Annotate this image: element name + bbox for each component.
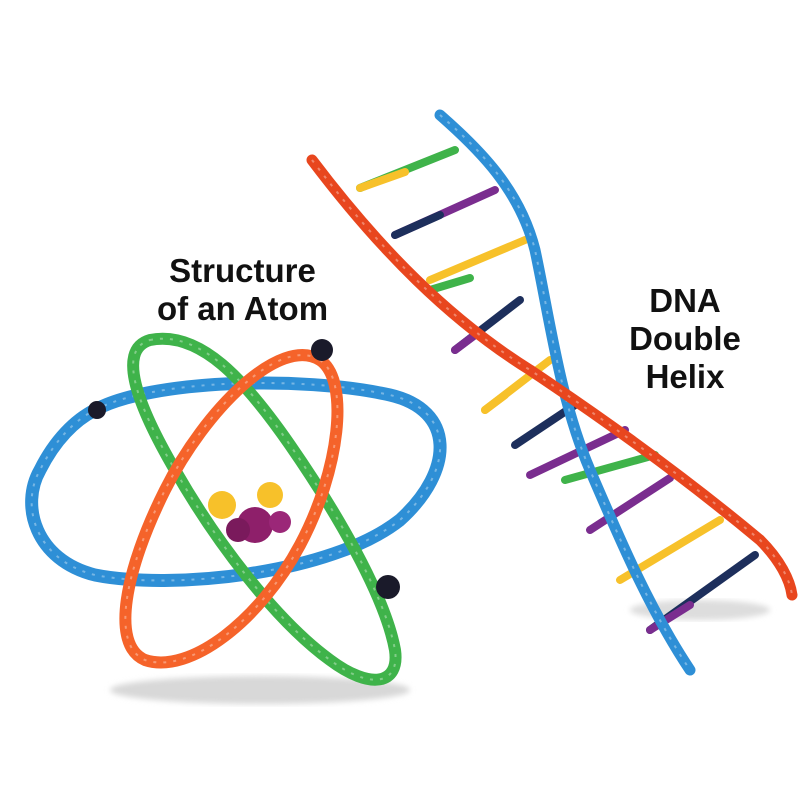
atom-caption: Structure of an Atom <box>140 252 345 328</box>
atom-orbit-orange <box>119 349 344 669</box>
base-pair <box>646 601 694 634</box>
electron-knot <box>376 575 400 599</box>
atom-shadow <box>110 676 410 704</box>
base-pair <box>426 236 529 284</box>
atom-caption-line: Structure <box>169 252 316 289</box>
base-pair <box>586 474 674 534</box>
atom-nucleus <box>208 482 291 543</box>
dna-caption: DNA Double Helix <box>610 282 760 396</box>
electron-knot <box>311 339 333 361</box>
electron-knot <box>88 401 106 419</box>
dna-caption-line: DNA <box>649 282 721 319</box>
atom-caption-line: of an Atom <box>156 290 329 327</box>
dna-helix-model <box>306 109 798 676</box>
nucleus-magenta-bead <box>269 511 291 533</box>
dna-base-pairs <box>356 146 759 634</box>
base-pair <box>426 274 474 294</box>
nucleus-yellow-bead <box>257 482 283 508</box>
base-pair <box>451 331 479 354</box>
atom-orbit-blue <box>25 376 447 587</box>
dna-backbone-blue <box>434 109 696 676</box>
nucleus-magenta-bead <box>226 518 250 542</box>
atom-orbit-orange-twist <box>124 354 339 664</box>
nucleus-yellow-bead <box>208 491 236 519</box>
base-pair <box>481 391 509 414</box>
atom-model <box>25 332 447 704</box>
dna-backbone-red <box>306 154 798 601</box>
atom-orbit-green <box>127 332 402 686</box>
base-pair <box>391 211 444 239</box>
dna-backbone-red-twist <box>311 159 793 596</box>
base-pair <box>356 168 409 192</box>
base-pair <box>561 451 659 484</box>
atom-orbit-green-twist <box>132 337 397 681</box>
dna-caption-line: Helix <box>645 358 725 395</box>
dna-caption-line: Double <box>629 320 741 357</box>
